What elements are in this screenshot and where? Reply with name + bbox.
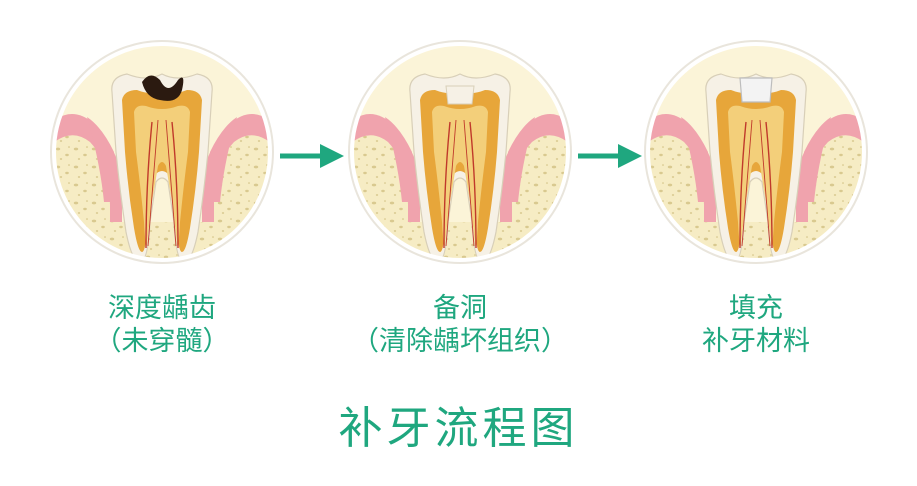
- decay-mark: [142, 75, 184, 101]
- cavity-mark: [445, 85, 475, 105]
- step-1-subtitle: （未穿髓）: [94, 326, 230, 357]
- diagram-title: 补牙流程图: [338, 403, 579, 454]
- step-2-caption: 备洞 （清除龋坏组织）: [330, 292, 590, 358]
- arrow-1: [280, 144, 344, 168]
- step-3-caption: 填充 补牙材料: [656, 292, 856, 358]
- step-1-title: 深度龋齿: [108, 293, 216, 324]
- arrow-2: [578, 144, 642, 168]
- filling-mark: [739, 77, 773, 103]
- step-3-illustration: [644, 40, 868, 264]
- step-1-caption: 深度龋齿 （未穿髓）: [62, 292, 262, 358]
- step-2-illustration: [348, 40, 572, 264]
- step-2-title: 备洞: [433, 293, 487, 324]
- step-3-subtitle: 补牙材料: [702, 326, 810, 357]
- step-2-subtitle: （清除龋坏组织）: [352, 326, 568, 357]
- step-3-title: 填充: [729, 293, 783, 324]
- step-1-illustration: [50, 40, 274, 264]
